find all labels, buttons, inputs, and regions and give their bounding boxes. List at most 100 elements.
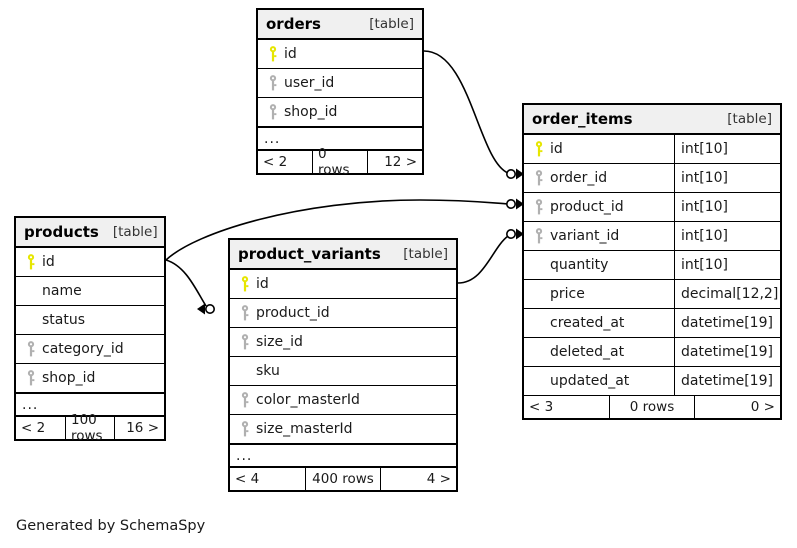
table-title: products bbox=[24, 223, 99, 241]
column-row-products-id[interactable]: id bbox=[16, 248, 164, 277]
column-type: int[10] bbox=[674, 164, 780, 192]
column-row-product_variants-id[interactable]: id bbox=[230, 270, 456, 299]
column-name: shop_id bbox=[42, 370, 96, 386]
foreign-key-icon bbox=[524, 170, 550, 186]
footer-parents-count: < 3 bbox=[529, 399, 554, 415]
column-name: quantity bbox=[550, 257, 609, 273]
table-footer-products: < 2 100 rows 16 > bbox=[16, 412, 164, 444]
table-title: order_items bbox=[532, 110, 633, 128]
column-row-products-category_id[interactable]: category_id bbox=[16, 335, 164, 364]
footer-row-count: 0 rows bbox=[312, 146, 368, 178]
foreign-key-icon bbox=[230, 421, 256, 437]
column-row-orders-user_id[interactable]: user_id bbox=[258, 69, 422, 98]
column-name: created_at bbox=[550, 315, 625, 331]
footer-row-count: 0 rows bbox=[609, 396, 695, 418]
footer-children-count: 4 > bbox=[426, 471, 451, 487]
more-columns-ellipsis[interactable]: ... bbox=[230, 444, 456, 468]
foreign-key-icon bbox=[524, 199, 550, 215]
table-header-order_items[interactable]: order_items [table] bbox=[524, 105, 780, 135]
more-columns-ellipsis[interactable]: ... bbox=[258, 127, 422, 151]
table-header-products[interactable]: products [table] bbox=[16, 218, 164, 248]
column-row-orders-shop_id[interactable]: shop_id bbox=[258, 98, 422, 127]
column-name: product_id bbox=[256, 305, 330, 321]
column-row-products-status[interactable]: status bbox=[16, 306, 164, 335]
column-name: id bbox=[284, 46, 297, 62]
column-name: updated_at bbox=[550, 373, 630, 389]
column-row-product_variants-size_id[interactable]: size_id bbox=[230, 328, 456, 357]
column-name: id bbox=[42, 254, 55, 270]
generated-by-credit: Generated by SchemaSpy bbox=[16, 518, 206, 534]
column-type: datetime[19] bbox=[674, 309, 780, 337]
footer-children-count: 16 > bbox=[126, 420, 159, 436]
foreign-key-icon bbox=[230, 334, 256, 350]
table-header-orders[interactable]: orders[table] bbox=[258, 10, 422, 40]
column-name: status bbox=[42, 312, 86, 328]
column-row-product_variants-color_masterId[interactable]: color_masterId bbox=[230, 386, 456, 415]
column-row-orders-id[interactable]: id bbox=[258, 40, 422, 69]
column-name: name bbox=[42, 283, 82, 299]
column-name: variant_id bbox=[550, 228, 620, 244]
footer-parents-count: < 2 bbox=[263, 154, 288, 170]
column-row-product_variants-size_masterId[interactable]: size_masterId bbox=[230, 415, 456, 444]
table-footer-orders: < 2 0 rows 12 > bbox=[258, 146, 422, 178]
column-name: sku bbox=[256, 363, 280, 379]
primary-key-icon bbox=[524, 141, 550, 157]
column-row-order_items-created_at[interactable]: created_at datetime[19] bbox=[524, 309, 780, 338]
footer-parents-count: < 4 bbox=[235, 471, 260, 487]
column-row-products-shop_id[interactable]: shop_id bbox=[16, 364, 164, 393]
foreign-key-icon bbox=[258, 104, 284, 120]
footer-row-count: 400 rows bbox=[305, 468, 381, 490]
column-row-order_items-id[interactable]: id int[10] bbox=[524, 135, 780, 164]
column-name: shop_id bbox=[284, 104, 338, 120]
column-name: color_masterId bbox=[256, 392, 360, 408]
column-row-products-name[interactable]: name bbox=[16, 277, 164, 306]
column-name: order_id bbox=[550, 170, 608, 186]
column-row-product_variants-sku[interactable]: sku bbox=[230, 357, 456, 386]
relationship-products-id-to-product-variants-product-id bbox=[165, 259, 216, 315]
column-row-order_items-variant_id[interactable]: variant_id int[10] bbox=[524, 222, 780, 251]
table-title: orders bbox=[266, 15, 321, 33]
table-type-tag: [table] bbox=[727, 111, 772, 127]
column-type: int[10] bbox=[674, 135, 780, 163]
column-row-order_items-deleted_at[interactable]: deleted_at datetime[19] bbox=[524, 338, 780, 367]
foreign-key-icon bbox=[16, 370, 42, 386]
relationship-product-variants-id-to-order-items-variant-id bbox=[457, 228, 524, 284]
column-row-product_variants-product_id[interactable]: product_id bbox=[230, 299, 456, 328]
table-product_variants[interactable]: product_variants[table]id product_id size_… bbox=[228, 238, 458, 492]
column-name: id bbox=[256, 276, 269, 292]
table-header-product_variants[interactable]: product_variants[table] bbox=[230, 240, 456, 270]
foreign-key-icon bbox=[524, 228, 550, 244]
foreign-key-icon bbox=[258, 75, 284, 91]
foreign-key-icon bbox=[16, 341, 42, 357]
column-row-order_items-updated_at[interactable]: updated_at datetime[19] bbox=[524, 367, 780, 396]
primary-key-icon bbox=[230, 276, 256, 292]
footer-parents-count: < 2 bbox=[21, 420, 46, 436]
footer-row-count: 100 rows bbox=[65, 412, 115, 444]
footer-children-count: 0 > bbox=[750, 399, 775, 415]
table-footer-order_items: < 3 0 rows 0 > bbox=[524, 396, 780, 418]
column-name: id bbox=[550, 141, 563, 157]
table-type-tag: [table] bbox=[112, 224, 158, 240]
table-orders[interactable]: orders[table] id user_id shop_id... < 2 0 row… bbox=[256, 8, 424, 178]
column-name: size_masterId bbox=[256, 421, 353, 437]
foreign-key-icon bbox=[230, 392, 256, 408]
table-order_items[interactable]: order_items [table] id int[10] order_id int[1… bbox=[522, 103, 782, 420]
more-columns-ellipsis[interactable]: ... bbox=[16, 393, 164, 417]
column-name: category_id bbox=[42, 341, 124, 357]
footer-children-count: 12 > bbox=[384, 154, 417, 170]
primary-key-icon bbox=[258, 46, 284, 62]
column-type: int[10] bbox=[674, 193, 780, 221]
column-name: user_id bbox=[284, 75, 335, 91]
column-type: datetime[19] bbox=[674, 338, 780, 366]
column-type: datetime[19] bbox=[674, 367, 780, 395]
column-type: int[10] bbox=[674, 222, 780, 250]
column-row-order_items-order_id[interactable]: order_id int[10] bbox=[524, 164, 780, 193]
column-name: size_id bbox=[256, 334, 303, 350]
column-name: deleted_at bbox=[550, 344, 625, 360]
relationship-orders-id-to-order-items-order-id bbox=[423, 50, 524, 180]
